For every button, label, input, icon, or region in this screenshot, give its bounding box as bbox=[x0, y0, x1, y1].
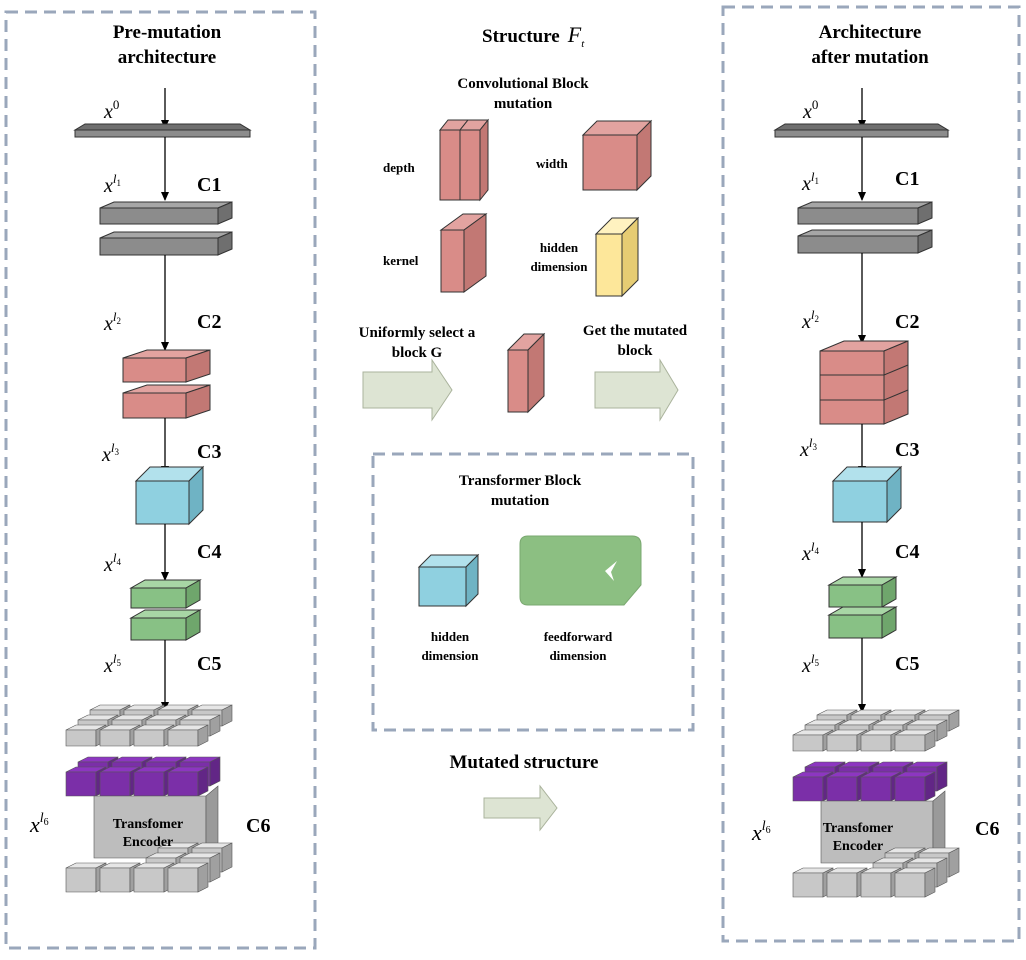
encoder-body bbox=[93, 785, 219, 859]
left-x0-label: x0 bbox=[103, 97, 119, 123]
get-mutated-line2: block bbox=[617, 343, 653, 359]
right-encoder-label-line2: Encoder bbox=[833, 839, 884, 854]
depth-block bbox=[438, 118, 490, 202]
feedforward-cursor-icon bbox=[605, 561, 617, 581]
encoder-bottom-cube bbox=[894, 867, 936, 898]
right-encoder-label-line1: Transfomer bbox=[823, 821, 894, 836]
transformer-hidden-cube bbox=[417, 553, 480, 608]
feedforward-shape bbox=[519, 535, 642, 606]
left-c3-block bbox=[134, 465, 205, 526]
kernel-block bbox=[439, 213, 488, 293]
left-title-line2: architecture bbox=[118, 47, 216, 68]
feedforward-line1: feedforward bbox=[544, 629, 613, 644]
right-xl5-label: xl5 bbox=[801, 651, 820, 677]
right-c2-label: C2 bbox=[895, 311, 919, 333]
right-c1-block bbox=[797, 201, 933, 254]
left-c5-label: C5 bbox=[197, 653, 221, 675]
transformer-hidden-line1: hidden bbox=[431, 629, 470, 644]
left-c2-label: C2 bbox=[197, 311, 221, 333]
transformer-title-line1: Transformer Block bbox=[459, 473, 582, 489]
left-title-line1: Pre-mutation bbox=[113, 22, 222, 43]
encoder-purple-cube bbox=[860, 771, 902, 802]
mutated-structure-label: Mutated structure bbox=[450, 752, 599, 773]
selected-block-g bbox=[506, 332, 546, 414]
left-c4-block bbox=[129, 579, 202, 641]
mutated-structure-arrow bbox=[483, 784, 558, 832]
encoder-body bbox=[820, 790, 946, 864]
transformer-hidden-line2: dimension bbox=[421, 648, 479, 663]
left-c4-label: C4 bbox=[197, 541, 221, 563]
encoder-bottom-cube bbox=[826, 867, 868, 898]
right-transformer-encoder bbox=[792, 709, 960, 898]
left-xl1-label: xl1 bbox=[103, 171, 121, 197]
left-c6-label: C6 bbox=[246, 815, 270, 837]
left-panel: Pre-mutation architecture x0 xl1 C1 xl2 bbox=[4, 10, 317, 950]
conv-hidden-dimension-block bbox=[594, 216, 640, 298]
width-label: width bbox=[536, 156, 569, 171]
left-c1-block bbox=[99, 201, 233, 256]
conv-hidden-label-line1: hidden bbox=[540, 240, 579, 255]
conv-hidden-label-line2: dimension bbox=[530, 259, 588, 274]
get-mutated-arrow bbox=[594, 358, 679, 422]
right-c4-block bbox=[827, 576, 898, 639]
left-c2-block bbox=[122, 349, 211, 419]
left-xl6-label: xl6 bbox=[29, 811, 49, 837]
right-panel-border bbox=[721, 5, 1021, 943]
uniform-select-line1: Uniformly select a bbox=[359, 325, 476, 341]
right-title-line2: after mutation bbox=[811, 47, 929, 68]
right-x0-label: x0 bbox=[802, 97, 818, 123]
conv-title-line2: mutation bbox=[494, 96, 553, 112]
left-c1-label: C1 bbox=[197, 174, 221, 196]
right-c2-block bbox=[819, 340, 909, 425]
right-xl2-label: xl2 bbox=[801, 307, 819, 333]
encoder-top-cube bbox=[894, 729, 936, 752]
right-panel: Architecture after mutation x0 xl1 C1 xl… bbox=[721, 5, 1021, 943]
transformer-title-line2: mutation bbox=[491, 493, 550, 509]
right-xl4-label: xl4 bbox=[801, 539, 820, 565]
get-mutated-line1: Get the mutated bbox=[583, 323, 688, 339]
depth-label: depth bbox=[383, 160, 416, 175]
encoder-purple-cube bbox=[894, 771, 936, 802]
right-c5-label: C5 bbox=[895, 653, 919, 675]
uniform-select-line2: block G bbox=[392, 345, 443, 361]
transformer-panel-border bbox=[371, 452, 695, 732]
left-xl5-label: xl5 bbox=[103, 651, 122, 677]
conv-title-line1: Convolutional Block bbox=[457, 76, 589, 92]
right-input-plane bbox=[773, 123, 950, 138]
left-panel-border bbox=[4, 10, 317, 950]
left-transformer-encoder bbox=[65, 704, 233, 893]
left-xl3-label: xl3 bbox=[101, 440, 120, 466]
left-xl2-label: xl2 bbox=[103, 309, 121, 335]
left-c3-label: C3 bbox=[197, 441, 221, 463]
encoder-top-cube bbox=[133, 724, 175, 747]
right-c4-label: C4 bbox=[895, 541, 919, 563]
right-c6-label: C6 bbox=[975, 818, 999, 840]
right-xl6-label: xl6 bbox=[751, 819, 771, 845]
feedforward-line2: dimension bbox=[549, 648, 607, 663]
left-encoder-label-line1: Transfomer bbox=[113, 817, 184, 832]
right-title-line1: Architecture bbox=[819, 22, 922, 43]
width-block bbox=[581, 119, 653, 192]
encoder-purple-cube bbox=[167, 766, 209, 797]
right-c1-label: C1 bbox=[895, 168, 919, 190]
encoder-bottom-cube bbox=[167, 862, 209, 893]
left-xl4-label: xl4 bbox=[103, 550, 122, 576]
encoder-top-cube bbox=[167, 724, 209, 747]
left-input-plane bbox=[73, 123, 252, 138]
select-arrow bbox=[362, 358, 453, 422]
left-encoder-label-line2: Encoder bbox=[123, 835, 174, 850]
right-c3-block bbox=[831, 465, 903, 524]
right-xl3-label: xl3 bbox=[799, 435, 818, 461]
right-c3-label: C3 bbox=[895, 439, 919, 461]
kernel-label: kernel bbox=[383, 253, 419, 268]
right-xl1-label: xl1 bbox=[801, 169, 819, 195]
